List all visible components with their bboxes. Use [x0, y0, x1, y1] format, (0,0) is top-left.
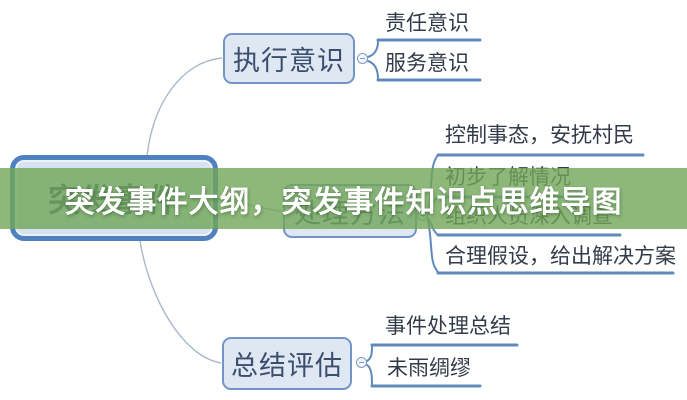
- topic-prepare-in-advance[interactable]: 未雨绸缪: [387, 357, 471, 380]
- branch-node-label: 总结评估: [231, 351, 343, 381]
- branch3-child2-curve: [366, 364, 373, 386]
- page-title: 突发事件大纲，突发事件知识点思维导图: [64, 185, 623, 219]
- branch1-child1-curve: [367, 40, 379, 58]
- collapse-badge-branch3[interactable]: [356, 357, 367, 368]
- topic-control-situation[interactable]: 控制事态，安抚村民: [445, 124, 634, 147]
- branch1-child2-curve: [367, 60, 379, 80]
- topic-service-awareness[interactable]: 服务意识: [385, 52, 469, 75]
- branch-node-execution-awareness[interactable]: 执行意识: [223, 33, 355, 84]
- collapse-badge-branch1[interactable]: [357, 53, 368, 64]
- topic-responsibility-awareness[interactable]: 责任意识: [385, 12, 469, 35]
- branch3-child1-curve: [366, 345, 373, 362]
- topic-event-handling-summary[interactable]: 事件处理总结: [385, 315, 511, 338]
- branch-node-summary-evaluation[interactable]: 总结评估: [222, 337, 352, 390]
- branch-node-label: 执行意识: [233, 46, 345, 76]
- title-banner: 突发事件大纲，突发事件知识点思维导图: [0, 168, 687, 229]
- topic-reasonable-hypothesis[interactable]: 合理假设，给出解决方案: [445, 245, 676, 268]
- root-branch3-curve: [139, 240, 222, 364]
- root-branch1-curve: [146, 57, 223, 157]
